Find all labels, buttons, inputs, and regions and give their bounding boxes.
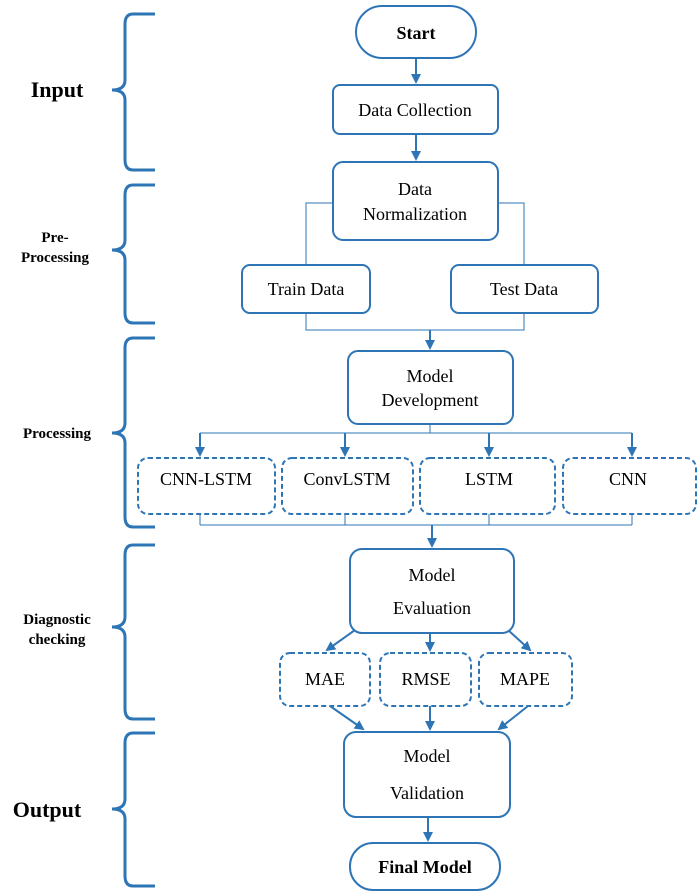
data-collection-node bbox=[332, 84, 499, 135]
model-development-label-line2: Development bbox=[382, 390, 479, 410]
rmse-label: RMSE bbox=[401, 669, 450, 689]
brace-processing bbox=[111, 336, 155, 529]
model-validation-label-line2: Validation bbox=[390, 783, 464, 803]
mape-node bbox=[478, 652, 573, 707]
convlstm-label: ConvLSTM bbox=[303, 469, 390, 489]
stage-label-processing: Processing bbox=[23, 426, 92, 442]
rmse-node bbox=[379, 652, 472, 707]
nodes: Start Data Collection Data Normalization… bbox=[137, 5, 697, 891]
arrow-evaluation-to-mae bbox=[325, 629, 356, 652]
model-validation-label-line1: Model bbox=[404, 746, 451, 766]
convlstm-node bbox=[281, 457, 414, 515]
line-normalization-to-train bbox=[305, 202, 333, 265]
brace-output bbox=[111, 731, 155, 888]
stage-label-diagnostic-line2: checking bbox=[29, 632, 86, 648]
start-node bbox=[355, 5, 477, 59]
model-evaluation-label-line2: Evaluation bbox=[393, 598, 471, 618]
train-data-node bbox=[241, 264, 371, 314]
arrow-evaluation-to-mape bbox=[507, 629, 532, 652]
cnn-node bbox=[562, 457, 697, 515]
lstm-node bbox=[419, 457, 556, 515]
stage-label-output: Output bbox=[13, 797, 82, 822]
model-development-node bbox=[347, 350, 514, 425]
line-train-test-merge bbox=[305, 313, 525, 331]
model-validation-node bbox=[343, 731, 511, 818]
data-collection-label: Data Collection bbox=[358, 100, 471, 120]
stage-braces bbox=[111, 12, 155, 888]
stage-label-diagnostic-line1: Diagnostic bbox=[23, 612, 91, 628]
mae-node bbox=[279, 652, 371, 707]
stage-label-preprocessing-line2: Processing bbox=[21, 250, 90, 266]
train-data-label: Train Data bbox=[268, 279, 345, 299]
brace-input bbox=[111, 12, 155, 172]
start-label: Start bbox=[397, 23, 436, 43]
final-model-node bbox=[349, 842, 501, 891]
cnn-lstm-node bbox=[137, 457, 276, 515]
cnn-label: CNN bbox=[609, 469, 647, 489]
test-data-label: Test Data bbox=[490, 279, 558, 299]
brace-diagnostic bbox=[111, 543, 155, 721]
mape-label: MAPE bbox=[500, 669, 550, 689]
model-evaluation-node bbox=[349, 548, 515, 634]
data-normalization-node bbox=[332, 161, 499, 241]
final-model-label: Final Model bbox=[378, 857, 472, 877]
connectors bbox=[195, 58, 637, 842]
stage-label-preprocessing-line1: Pre- bbox=[41, 230, 68, 246]
mae-label: MAE bbox=[305, 669, 345, 689]
model-evaluation-label-line1: Model bbox=[409, 565, 456, 585]
arrow-mape-to-validation bbox=[497, 705, 529, 731]
lstm-label: LSTM bbox=[465, 469, 513, 489]
line-normalization-to-test bbox=[498, 202, 525, 265]
data-normalization-label-line1: Data bbox=[398, 179, 432, 199]
test-data-node bbox=[450, 264, 599, 314]
model-development-label-line1: Model bbox=[407, 366, 454, 386]
arrow-mae-to-validation bbox=[329, 705, 365, 731]
cnn-lstm-label: CNN-LSTM bbox=[160, 469, 252, 489]
data-normalization-label-line2: Normalization bbox=[363, 204, 467, 224]
brace-preprocessing bbox=[111, 183, 155, 325]
stage-label-input: Input bbox=[31, 77, 84, 102]
